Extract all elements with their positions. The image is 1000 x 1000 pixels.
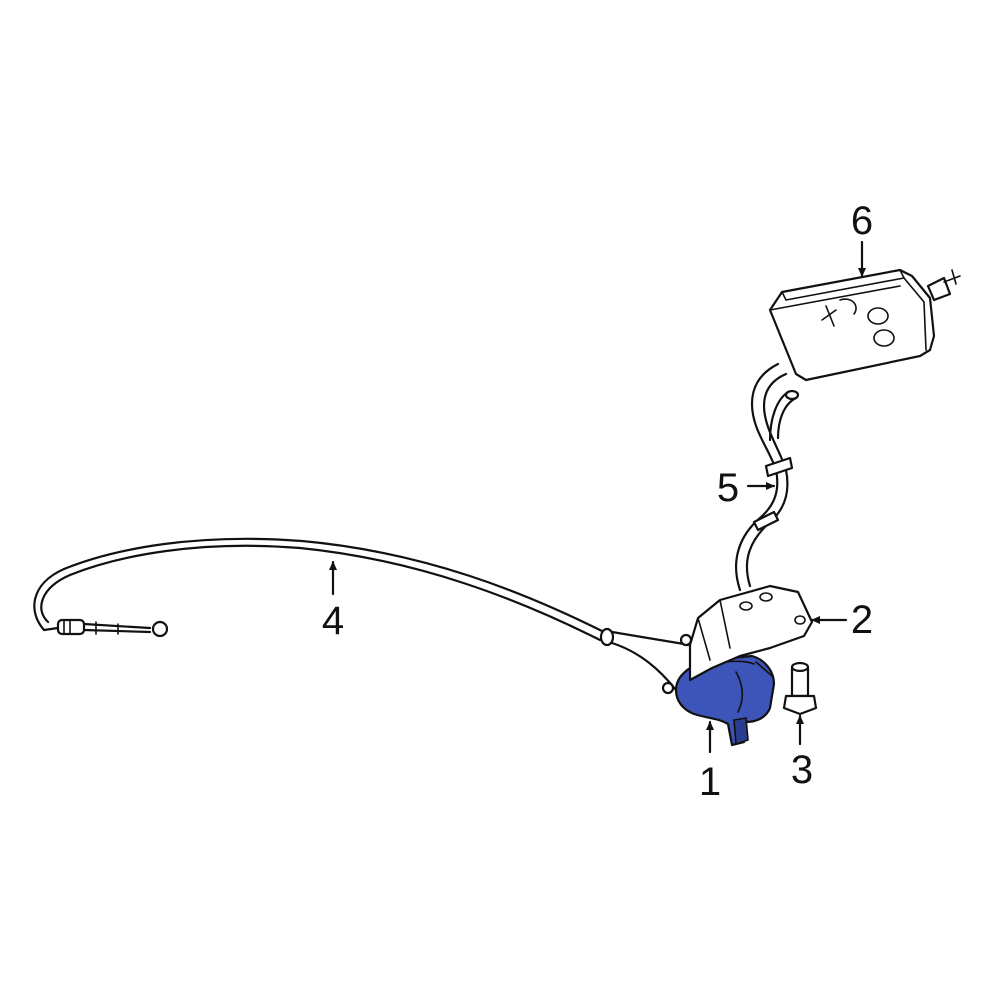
callout-4[interactable]: 4 bbox=[322, 599, 344, 643]
actuator-part[interactable] bbox=[661, 633, 776, 747]
callout-5[interactable]: 5 bbox=[717, 466, 739, 510]
callout-arrows bbox=[329, 240, 866, 754]
bolt-part[interactable] bbox=[782, 661, 818, 716]
callout-6[interactable]: 6 bbox=[851, 199, 873, 243]
cable-part[interactable] bbox=[33, 537, 692, 692]
canister-part[interactable] bbox=[768, 268, 961, 382]
callout-labels: 1 2 3 4 5 6 bbox=[322, 199, 873, 804]
callout-1[interactable]: 1 bbox=[699, 760, 721, 804]
hose-part[interactable] bbox=[735, 362, 800, 592]
bracket-part[interactable] bbox=[688, 584, 814, 682]
callout-2[interactable]: 2 bbox=[851, 598, 873, 642]
callout-3[interactable]: 3 bbox=[791, 748, 813, 792]
